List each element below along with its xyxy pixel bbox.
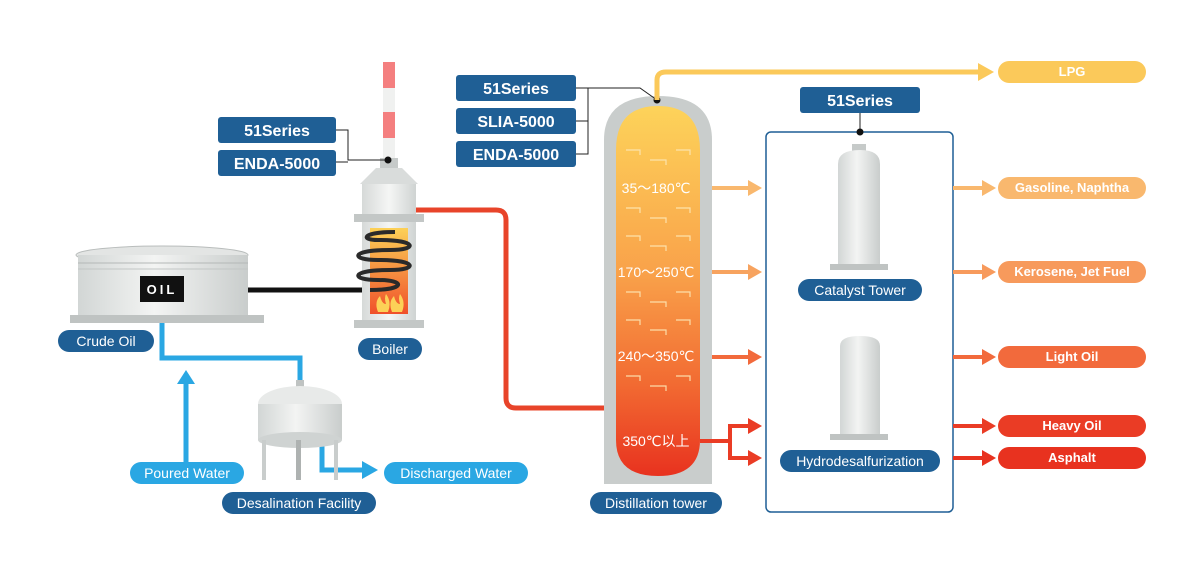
crude-oil-tank: OIL [70,245,264,323]
product-kerosene-text: Kerosene, Jet Fuel [1014,264,1130,279]
boiler-text: Boiler [372,341,408,357]
product-gasoline-text: Gasoline, Naphtha [1015,180,1130,195]
product-heavy-oil: Heavy Oil [998,415,1146,437]
boiler-model-tag: ENDA-5000 [234,156,320,173]
product-lpg: LPG [998,61,1146,83]
boiler-label: Boiler [358,338,422,360]
boiler-series-tag: 51Series [244,123,310,140]
product-heavy-oil-text: Heavy Oil [1042,418,1101,433]
water-pipes [159,323,378,479]
desalination-text: Desalination Facility [237,495,362,511]
tower-model-a-tag: SLIA-5000 [477,114,554,131]
temp-label-2: 170～250℃ [618,264,694,280]
lpg-pipe [654,69,980,100]
treatment-tag: 51Series [800,87,920,136]
feed-pipe [416,207,618,411]
tower-model-b-tag: ENDA-5000 [473,147,559,164]
crude-oil-label: Crude Oil [58,330,154,352]
temp-label-1: 35～180℃ [622,180,691,196]
treatment-box [765,131,954,513]
distillation-tower: 35～180℃ 170～250℃ 240～350℃ 350℃以上 [604,96,712,484]
catalyst-tower-label: Catalyst Tower [798,279,922,301]
lpg-arrow [978,63,994,81]
box-outputs [953,180,996,466]
product-light-oil-text: Light Oil [1046,349,1099,364]
desalination-label: Desalination Facility [222,492,376,514]
product-light-oil: Light Oil [998,346,1146,368]
product-gasoline: Gasoline, Naphtha [998,177,1146,199]
desalination-tank [258,380,342,480]
treatment-series-tag: 51Series [827,93,893,110]
oil-badge: OIL [147,282,178,297]
tower-tags: 51Series SLIA-5000 ENDA-5000 [456,75,661,167]
distillation-tower-text: Distillation tower [605,495,707,511]
crude-oil-text: Crude Oil [76,333,135,349]
temp-label-3: 240～350℃ [618,348,694,364]
discharged-water-text: Discharged Water [400,465,512,481]
poured-water-label: Poured Water [130,462,244,484]
discharged-water-label: Discharged Water [384,462,528,484]
hydrodesulfurization-text: Hydrodesalfurization [796,453,924,469]
boiler-tags: 51Series ENDA-5000 [218,117,392,176]
hydrodesulfurization-label: Hydrodesalfurization [780,450,940,472]
tower-series-tag: 51Series [483,81,549,98]
catalyst-tower-text: Catalyst Tower [814,282,906,298]
product-asphalt-text: Asphalt [1048,450,1096,465]
product-lpg-text: LPG [1059,64,1086,79]
tower-outputs [700,180,762,466]
product-kerosene: Kerosene, Jet Fuel [998,261,1146,283]
product-asphalt: Asphalt [998,447,1146,469]
temp-label-4: 350℃以上 [622,433,689,449]
distillation-tower-label: Distillation tower [590,492,722,514]
boiler [354,62,424,328]
poured-water-text: Poured Water [144,465,230,481]
